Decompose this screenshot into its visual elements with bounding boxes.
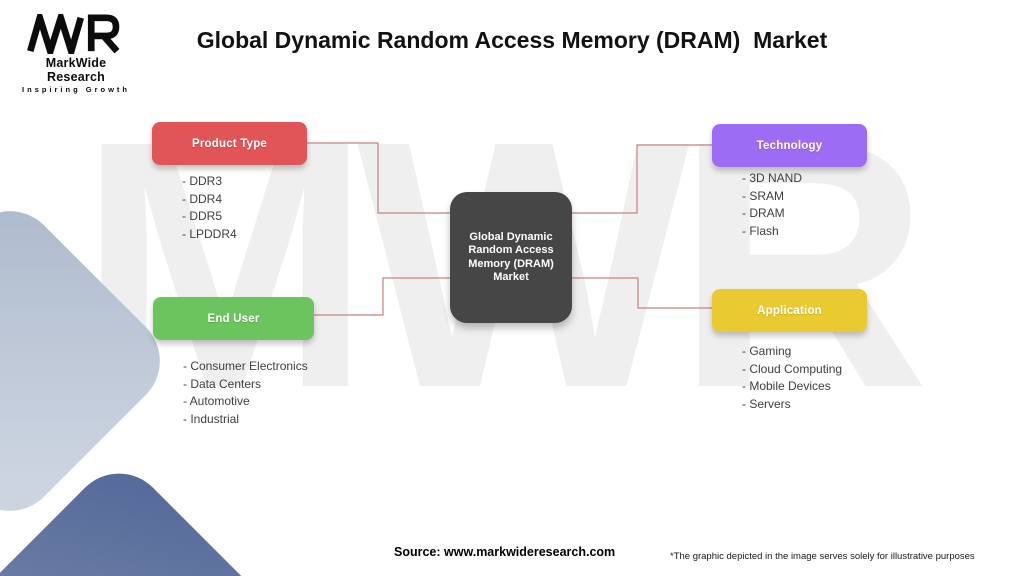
- center-node-line: Random Access: [468, 244, 554, 256]
- branch-box-product-type: Product Type: [152, 122, 307, 165]
- branch-box-technology: Technology: [712, 124, 867, 167]
- logo-name: MarkWide Research: [45, 56, 107, 84]
- center-node-line: Market: [493, 271, 529, 283]
- list-item: - DDR4: [182, 191, 223, 206]
- connector-technology: [572, 144, 712, 214]
- list-item: - Flash: [742, 223, 779, 238]
- list-item: - 3D NAND: [742, 171, 803, 185]
- list-item: - Cloud Computing: [742, 361, 843, 376]
- branch-label-application: Application: [757, 304, 822, 317]
- center-node: Global Dynamic Random Access Memory (DRA…: [450, 192, 572, 323]
- branch-box-end-user: End User: [153, 297, 314, 340]
- markwide-logo: MarkWide Research Inspiring Growth: [20, 14, 132, 94]
- list-item: - Industrial: [183, 411, 240, 426]
- branch-label-end-user: End User: [207, 312, 260, 325]
- list-item: - Consumer Electronics: [183, 359, 308, 373]
- branch-items-application: - Gaming - Cloud Computing - Mobile Devi…: [742, 343, 842, 413]
- page-title: Global Dynamic Random Access Memory (DRA…: [196, 27, 828, 53]
- list-item: - SRAM: [742, 188, 784, 203]
- list-item: - Data Centers: [183, 376, 262, 391]
- connector-end-user: [313, 277, 450, 316]
- branch-label-technology: Technology: [756, 139, 823, 152]
- branch-items-technology: - 3D NAND - SRAM - DRAM - Flash: [742, 170, 802, 240]
- mwr-monogram-icon: [27, 14, 120, 54]
- connector-product-type: [307, 142, 450, 214]
- list-item: - Mobile Devices: [742, 379, 831, 394]
- source-text: Source: www.markwideresearch.com: [394, 545, 616, 559]
- logo-tagline: Inspiring Growth: [22, 85, 130, 94]
- connector-application: [572, 277, 712, 309]
- list-item: - DRAM: [742, 206, 785, 221]
- disclaimer-text: *The graphic depicted in the image serve…: [670, 551, 975, 562]
- branch-items-end-user: - Consumer Electronics - Data Centers - …: [183, 358, 308, 428]
- list-item: - LPDDR4: [182, 226, 237, 241]
- center-node-line: Memory (DRAM): [468, 257, 554, 270]
- branch-label-product-type: Product Type: [191, 137, 268, 150]
- list-item: - DDR5: [182, 209, 223, 224]
- list-item: - Automotive: [183, 394, 250, 409]
- list-item: - DDR3: [182, 174, 223, 188]
- branch-items-product-type: - DDR3 - DDR4 - DDR5 - LPDDR4: [182, 173, 237, 243]
- list-item: - Servers: [742, 396, 791, 411]
- center-node-line: Global Dynamic: [469, 230, 553, 243]
- branch-box-application: Application: [712, 289, 867, 332]
- list-item: - Gaming: [742, 344, 792, 358]
